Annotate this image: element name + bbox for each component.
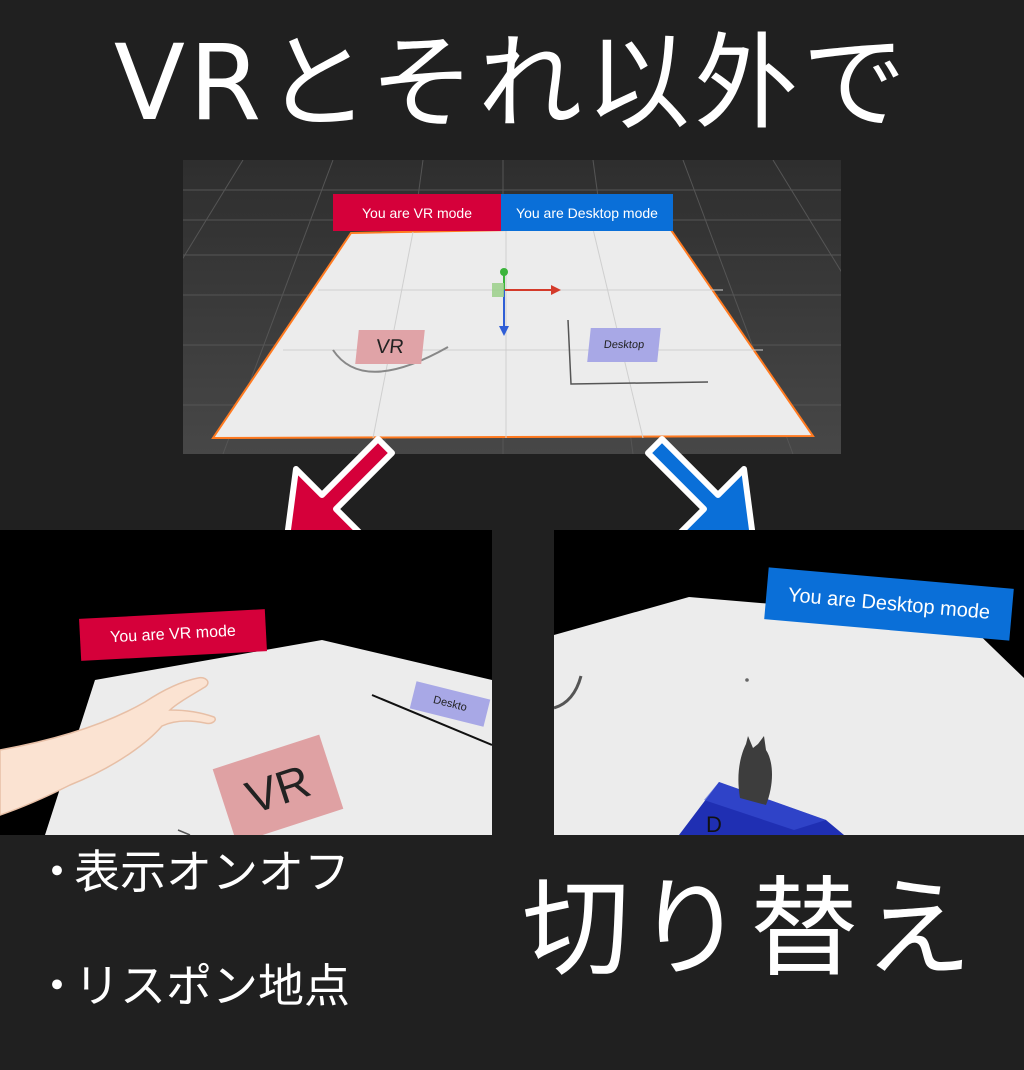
editor-vr-marker: VR <box>355 330 425 364</box>
switch-label: 切り替え <box>521 867 978 992</box>
desktop-mode-view: You are Desktop mode D <box>554 530 1024 835</box>
bullet-icon: ・ <box>34 845 80 899</box>
feature-item: ・リスポン地点 <box>34 956 464 1016</box>
bullet-icon: ・ <box>34 959 80 1013</box>
vr-floor <box>0 640 492 835</box>
hand-icon <box>0 676 217 816</box>
desktop-spawn-line <box>567 319 709 385</box>
desktop-view-marker: D <box>706 812 722 835</box>
vr-spawn-arc <box>332 346 449 373</box>
desktop-floor <box>554 597 1024 835</box>
feature-item: ・表示オンオフ <box>34 842 464 902</box>
feature-list: ・表示オンオフ ・リスポン地点 <box>34 842 464 1070</box>
avatar-silhouette <box>738 736 772 805</box>
page-title: VRとそれ以外で <box>113 22 911 144</box>
editor-desktop-marker: Desktop <box>587 328 661 362</box>
editor-vr-sign: You are VR mode <box>333 194 501 231</box>
editor-desktop-sign: You are Desktop mode <box>501 194 673 231</box>
editor-scene-view: You are VR mode You are Desktop mode VR … <box>183 160 841 454</box>
vr-mode-view: You are VR mode VR Deskto <box>0 530 492 835</box>
